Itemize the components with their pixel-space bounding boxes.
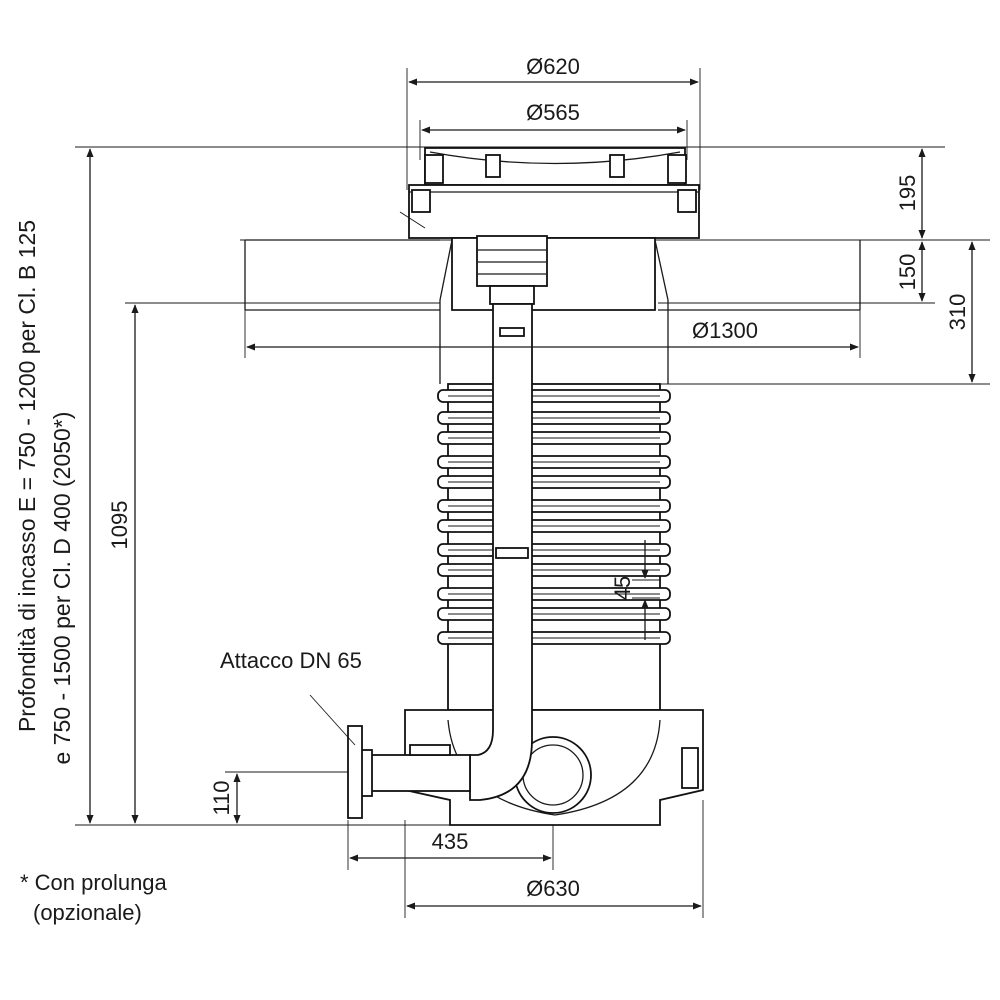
riser-pipe [469, 235, 548, 801]
dim-d630: Ø630 [526, 876, 580, 901]
dim-d620: Ø620 [526, 54, 580, 79]
footnote-line-2: (opzionale) [33, 900, 142, 925]
corrugated-shaft [437, 383, 671, 711]
connection-label: Attacco DN 65 [220, 648, 362, 673]
dim-h150: 150 [895, 254, 920, 291]
footnote-line-1: * Con prolunga [20, 870, 168, 895]
dim-h310: 310 [945, 294, 970, 331]
dim-h1095: 1095 [107, 501, 132, 550]
dim-h110: 110 [209, 780, 234, 815]
dim-w435: 435 [432, 829, 469, 854]
side-label-line-1: Profondità di incasso E = 750 - 1200 per… [14, 220, 40, 732]
dim-d1300: Ø1300 [692, 318, 758, 343]
ground-layer [244, 239, 861, 311]
side-label-line-2: e 750 - 1500 per Cl. D 400 (2050*) [49, 412, 75, 765]
dim-d565: Ø565 [526, 100, 580, 125]
manhole-cover [399, 147, 700, 239]
dim-h195: 195 [895, 175, 920, 212]
dimension-lines [86, 78, 976, 910]
dim-h45: 45 [610, 576, 635, 600]
upper-neck [439, 237, 669, 384]
dn65-connection [309, 694, 471, 819]
